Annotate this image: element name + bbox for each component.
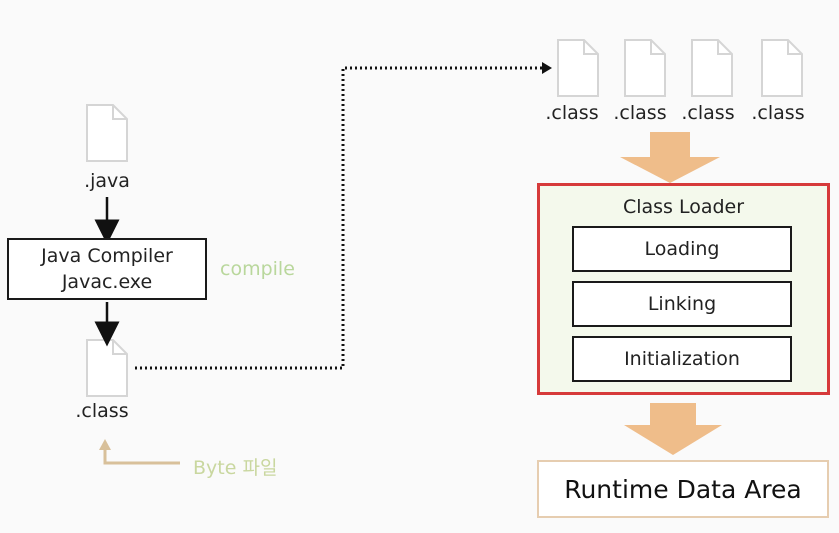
class-file-icon-2 <box>624 39 666 97</box>
loading-step: Loading <box>572 226 792 272</box>
byte-arrow-head <box>99 439 111 450</box>
runtime-data-area-box: Runtime Data Area <box>537 460 829 518</box>
compiler-name: Java Compiler <box>41 245 173 267</box>
class-label-3: .class <box>681 102 735 124</box>
class-file-icon-1 <box>557 39 599 97</box>
class-label-4: .class <box>751 102 805 124</box>
class-loader-title: Class Loader <box>622 196 745 218</box>
big-arrow-down-1 <box>620 132 720 183</box>
byte-arrow-line <box>103 448 180 465</box>
linking-step-label: Linking <box>647 293 717 315</box>
class-output-label: .class <box>75 400 129 422</box>
dotted-connector <box>135 66 542 370</box>
big-arrow-down-2 <box>624 403 722 455</box>
java-file-label: .java <box>84 170 130 192</box>
class-file-icon-4 <box>761 39 803 97</box>
class-label-2: .class <box>613 102 667 124</box>
class-label-1: .class <box>545 102 599 124</box>
loading-step-label: Loading <box>644 238 720 260</box>
class-file-icon <box>86 339 128 397</box>
linking-step: Linking <box>572 281 792 327</box>
dotted-connector-head <box>542 62 552 74</box>
byte-file-note: Byte 파일 <box>193 457 278 479</box>
initialization-step: Initialization <box>572 336 792 382</box>
initialization-step-label: Initialization <box>624 348 740 370</box>
compile-note: compile <box>220 258 295 280</box>
class-file-icon-3 <box>691 39 733 97</box>
java-file-icon <box>86 104 128 162</box>
runtime-data-area-label: Runtime Data Area <box>564 474 802 504</box>
java-compiler-box: Java Compiler Javac.exe <box>7 238 207 300</box>
compiler-exe: Javac.exe <box>61 271 153 293</box>
